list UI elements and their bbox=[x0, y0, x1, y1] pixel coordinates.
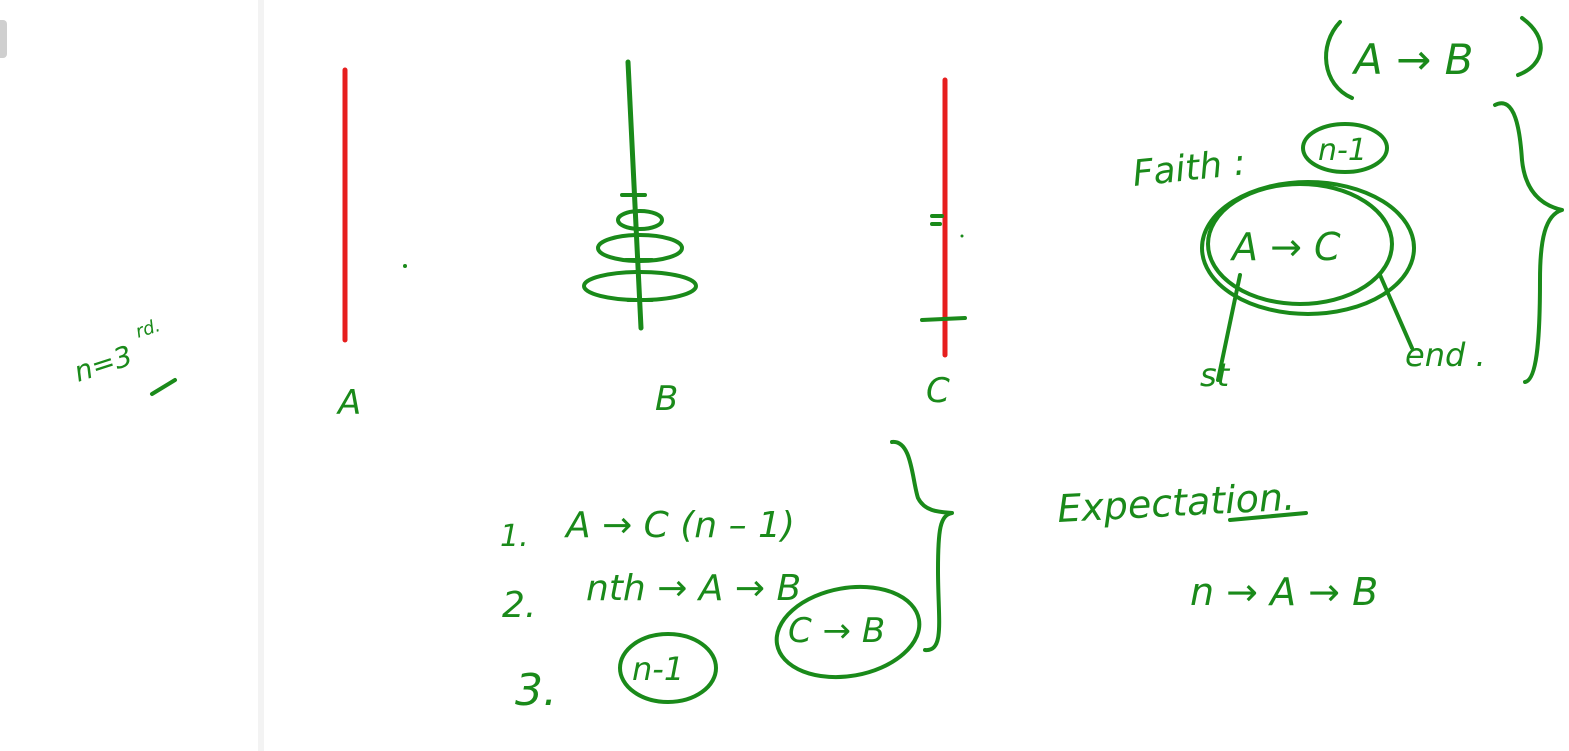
tower-label-c: C bbox=[926, 371, 950, 411]
top-move-text: A → B bbox=[1351, 35, 1473, 84]
panel-collapse-tab[interactable] bbox=[0, 20, 7, 58]
handwriting-layer: n=3 rd. A B C A → B Faith : n-1 A → C bbox=[70, 16, 1564, 716]
faith-move-circle-inner bbox=[1206, 182, 1394, 306]
faith-label: Faith : bbox=[1131, 142, 1248, 195]
left-panel bbox=[0, 0, 264, 751]
rod-c-ticks bbox=[920, 214, 967, 322]
faith-move-text: A → C bbox=[1229, 225, 1341, 269]
tower-label-b: B bbox=[655, 379, 678, 419]
tower-label-a: A bbox=[336, 383, 361, 423]
stray-dot-a bbox=[403, 264, 407, 268]
start-label: st bbox=[1200, 356, 1231, 394]
step-3-circle-2-text: C → B bbox=[788, 611, 885, 651]
step-2-text: nth → A → B bbox=[586, 568, 801, 609]
note-underline bbox=[150, 378, 177, 396]
end-pointer bbox=[1378, 273, 1414, 350]
faith-move-circle-outer bbox=[1200, 180, 1416, 316]
n-equals-3-note: n=3 bbox=[70, 339, 136, 389]
step-1-number: 1. bbox=[500, 519, 529, 554]
n-superscript: rd. bbox=[133, 315, 163, 343]
step-3-circle-1 bbox=[618, 632, 718, 704]
step-3-number: 3. bbox=[515, 665, 557, 716]
expectation-formula: n → A → B bbox=[1190, 570, 1378, 614]
bracket-close bbox=[1516, 16, 1543, 77]
bracket-open bbox=[1324, 20, 1354, 100]
steps-brace bbox=[890, 440, 954, 653]
step-1-text: A → C (n – 1) bbox=[564, 505, 795, 546]
stray-dot-c bbox=[960, 234, 964, 238]
rod-b-ticks bbox=[620, 193, 654, 302]
expectation-underline bbox=[1228, 511, 1308, 522]
right-brace bbox=[1493, 101, 1564, 384]
end-label: end . bbox=[1405, 336, 1486, 374]
faith-circle bbox=[1301, 122, 1389, 174]
step-2-number: 2. bbox=[502, 585, 536, 626]
step-3-circle-2 bbox=[774, 584, 922, 680]
faith-circled-text: n-1 bbox=[1318, 133, 1367, 168]
start-pointer bbox=[1216, 273, 1242, 382]
expectation-label: Expectation. bbox=[1056, 475, 1296, 531]
disk-small bbox=[616, 209, 664, 231]
step-3-circle-1-text: n-1 bbox=[632, 650, 684, 688]
